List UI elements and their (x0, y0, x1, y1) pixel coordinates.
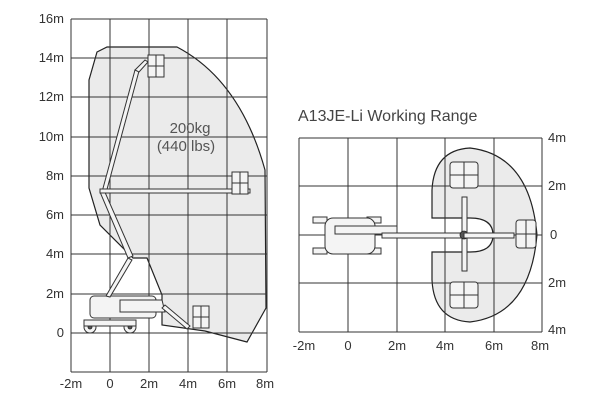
side-x-axis-labels: -2m 0 2m 4m 6m 8m (60, 376, 274, 391)
capacity-kg-label: 200kg (170, 120, 211, 137)
y-tick: 2m (46, 286, 64, 301)
x-tick: 6m (485, 338, 503, 353)
y-tick: 8m (46, 168, 64, 183)
x-tick: 2m (388, 338, 406, 353)
y-tick: 0 (550, 227, 557, 242)
y-tick: 4m (548, 130, 566, 145)
x-tick: 8m (256, 376, 274, 391)
top-view-title: A13JE-Li Working Range (298, 108, 477, 125)
y-tick: 4m (46, 246, 64, 261)
x-tick: 8m (531, 338, 549, 353)
y-tick: 4m (548, 322, 566, 337)
y-tick: 12m (39, 89, 64, 104)
x-tick: 2m (140, 376, 158, 391)
top-x-axis-labels: -2m 0 2m 4m 6m 8m (293, 338, 549, 353)
y-tick: 10m (39, 129, 64, 144)
y-tick: 2m (548, 275, 566, 290)
side-working-envelope (88, 46, 267, 343)
y-tick: 6m (46, 207, 64, 222)
boom-lift-side-illustration (83, 54, 251, 334)
capacity-lbs-label: (440 lbs) (157, 138, 215, 155)
x-tick: 6m (218, 376, 236, 391)
x-tick: -2m (60, 376, 82, 391)
side-y-axis-labels: 16m 14m 12m 10m 8m 6m 4m 2m 0 (39, 11, 64, 340)
top-view-chart: A13JE-Li Working Range 4 (293, 108, 566, 353)
x-tick: 4m (179, 376, 197, 391)
y-tick: 2m (548, 178, 566, 193)
x-tick: 4m (436, 338, 454, 353)
x-tick: 0 (106, 376, 113, 391)
y-tick: 14m (39, 50, 64, 65)
boom-lift-top-illustration (312, 161, 537, 309)
side-view-chart: 200kg (440 lbs) 16m 14m 12m 10m 8m 6m 4m… (39, 11, 274, 391)
y-tick: 0 (57, 325, 64, 340)
top-y-axis-labels: 4m 2m 0 2m 4m (548, 130, 566, 337)
y-tick: 16m (39, 11, 64, 26)
x-tick: 0 (344, 338, 351, 353)
x-tick: -2m (293, 338, 315, 353)
side-grid (70, 18, 268, 373)
